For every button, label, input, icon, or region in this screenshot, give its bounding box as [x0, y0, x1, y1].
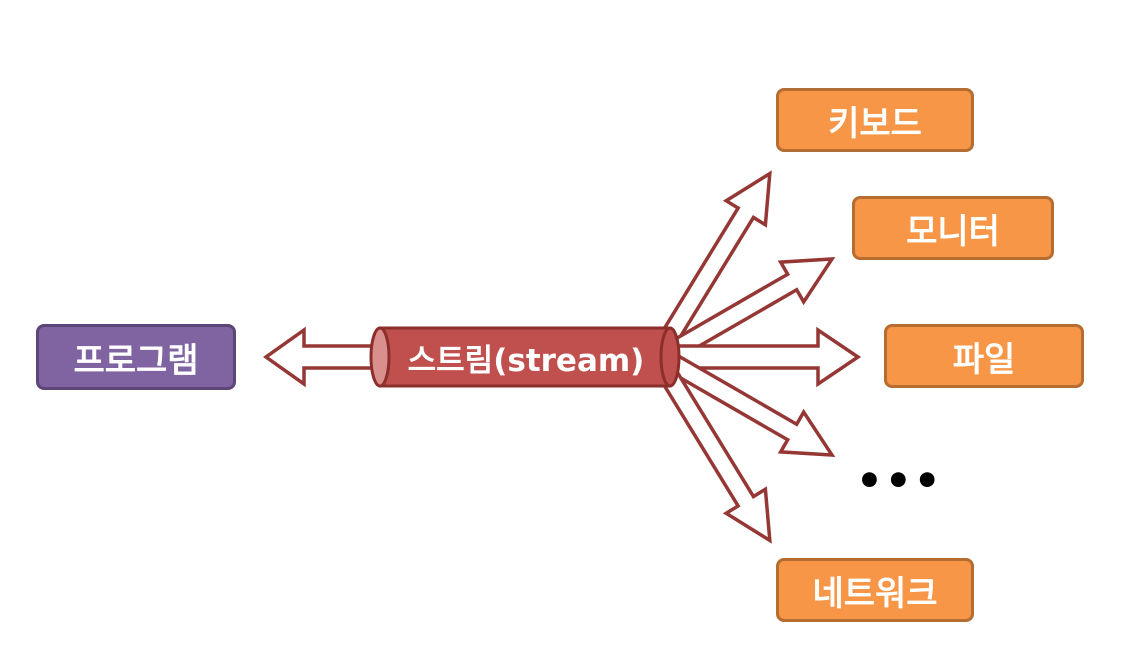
more-ellipsis: •••: [856, 456, 943, 505]
program-label: 프로그램: [73, 340, 199, 381]
stream-cylinder: [369, 326, 681, 388]
file-box: 파일: [884, 324, 1084, 388]
stream-label: 스트림(stream): [407, 342, 645, 379]
file-label: 파일: [952, 339, 1016, 380]
keyboard-label: 키보드: [828, 103, 922, 144]
arrow-to-program: [262, 326, 380, 388]
keyboard-box: 키보드: [776, 88, 974, 152]
monitor-box: 모니터: [852, 196, 1054, 260]
program-box: 프로그램: [36, 324, 236, 390]
network-box: 네트워크: [776, 558, 974, 622]
network-label: 네트워크: [812, 573, 938, 614]
monitor-label: 모니터: [906, 211, 1000, 252]
